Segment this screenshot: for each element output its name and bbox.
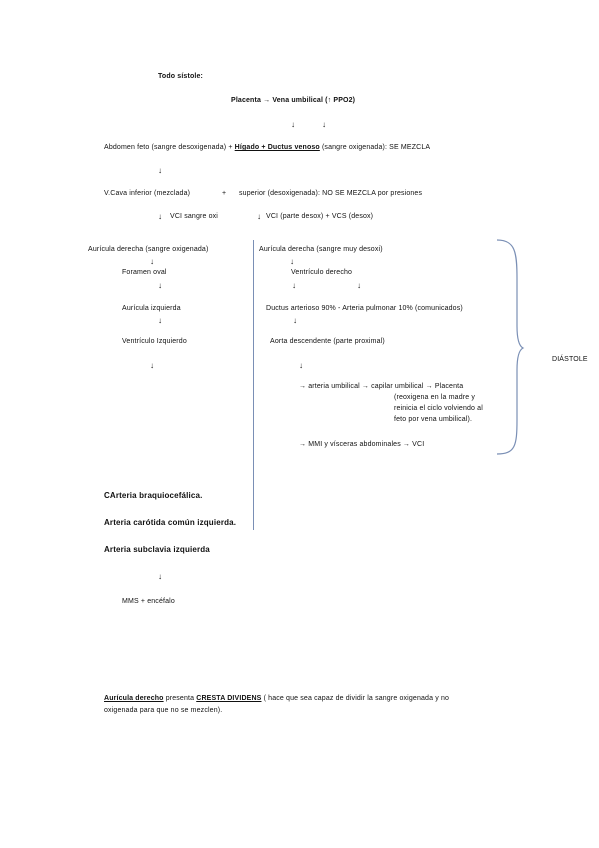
footer-mid: presenta	[163, 695, 197, 702]
down-arrow-icon: ↓	[158, 212, 163, 221]
title: Todo sístole:	[158, 73, 203, 80]
abdomen-organs: Hígado + Ductus venoso	[234, 144, 320, 151]
diastole-label: DIÁSTOLE	[552, 356, 588, 363]
down-arrow-icon: ↓	[322, 120, 327, 129]
vcava-left: V.Cava inferior (mezclada)	[104, 190, 191, 197]
down-arrow-icon: ↓	[357, 281, 362, 290]
branch-subclavia: Arteria subclavia izquierda	[104, 545, 210, 554]
down-arrow-icon: ↓	[290, 257, 295, 266]
down-arrow-icon: ↓	[158, 281, 163, 290]
foramen-oval: Foramen oval	[122, 269, 167, 276]
down-arrow-icon: ↓	[158, 166, 163, 175]
mmi-line: → MMI y vísceras abdominales → VCI	[299, 441, 425, 448]
footer-line-2: oxigenada para que no se mezclen).	[104, 707, 223, 714]
abdomen-prefix: Abdomen feto (sangre desoxigenada) +	[104, 144, 235, 151]
ventriculo-izquierdo: Ventrículo Izquierdo	[122, 338, 187, 345]
down-arrow-icon: ↓	[292, 281, 297, 290]
curly-brace	[496, 239, 525, 455]
vci-right: VCI (parte desox) + VCS (desox)	[266, 213, 374, 220]
down-arrow-icon: ↓	[150, 361, 155, 370]
placenta-line: Placenta → Vena umbilical (↑ PPO2)	[231, 97, 356, 104]
abdomen-line: Abdomen feto (sangre desoxigenada) + Híg…	[104, 143, 430, 152]
note-line-2: reinicia el ciclo volviendo al	[394, 405, 483, 412]
branch-braquiocefalica: CArteria braquiocefálica.	[104, 491, 203, 500]
ductus-arterioso: Ductus arterioso 90% - Arteria pulmonar …	[266, 305, 463, 312]
note-line-1: (reoxigena en la madre y	[394, 394, 476, 401]
footer-term: Aurícula derecho	[104, 695, 164, 702]
column-divider	[253, 240, 254, 530]
aorta-descendente: Aorta descendente (parte proximal)	[270, 338, 385, 345]
mms-encefalo: MMS + encéfalo	[122, 598, 175, 605]
footer-line-1: Aurícula derecho presenta CRESTA DIVIDEN…	[104, 694, 449, 703]
left-auricula-izquierda: Aurícula izquierda	[122, 305, 181, 312]
footer-crest: CRESTA DIVIDENS	[196, 695, 262, 702]
arteria-umbilical: → arteria umbilical → capilar umbilical …	[299, 383, 464, 390]
right-auricula-derecha: Aurícula derecha (sangre muy desoxi)	[259, 246, 383, 253]
vcava-right: superior (desoxigenada): NO SE MEZCLA po…	[239, 190, 423, 197]
down-arrow-icon: ↓	[291, 120, 296, 129]
down-arrow-icon: ↓	[299, 361, 304, 370]
left-auricula-derecha: Aurícula derecha (sangre oxigenada)	[88, 246, 209, 253]
ventriculo-derecho: Ventrículo derecho	[291, 269, 353, 276]
abdomen-suffix: (sangre oxigenada): SE MEZCLA	[319, 144, 431, 151]
footer-rest-1: ( hace que sea capaz de dividir la sangr…	[261, 695, 450, 702]
vci-left: VCI sangre oxi	[170, 213, 219, 220]
down-arrow-icon: ↓	[158, 316, 163, 325]
down-arrow-icon: ↓	[150, 257, 155, 266]
note-line-3: feto por vena umbilical).	[394, 416, 473, 423]
branch-carotida: Arteria carótida común izquierda.	[104, 518, 237, 527]
vcava-plus: +	[222, 190, 227, 197]
down-arrow-icon: ↓	[158, 572, 163, 581]
down-arrow-icon: ↓	[257, 212, 262, 221]
down-arrow-icon: ↓	[293, 316, 298, 325]
